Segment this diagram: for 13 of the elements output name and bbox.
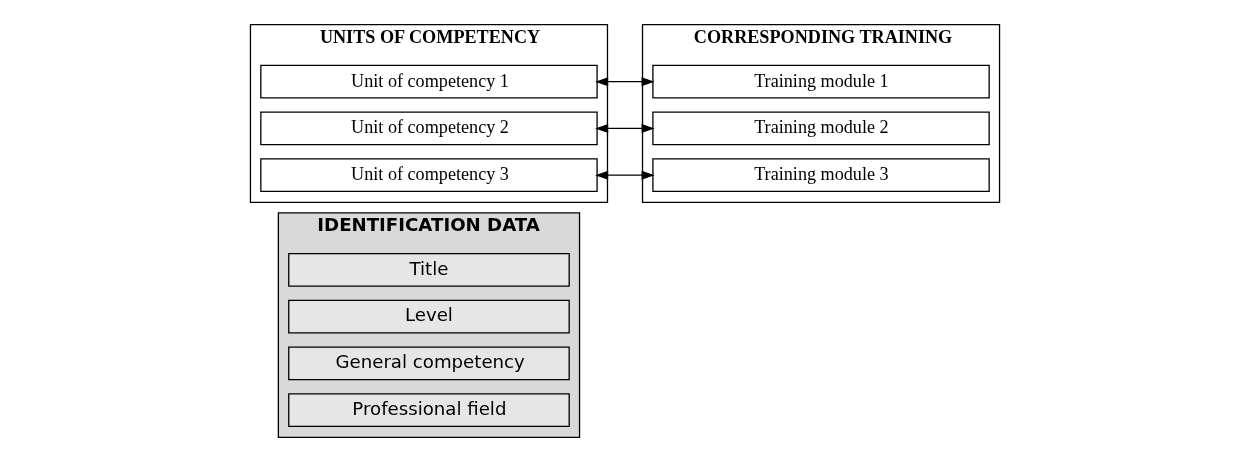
node-box: Training module 3 — [651, 157, 990, 192]
node-box: Unit of competency 2 — [259, 111, 598, 145]
node-box: General competency — [287, 346, 570, 380]
arrow — [594, 170, 655, 180]
arrow — [594, 123, 655, 133]
node-box: Level — [287, 299, 570, 334]
arrow — [594, 76, 655, 86]
node-box: Title — [287, 252, 570, 287]
node-box: Professional field — [287, 392, 570, 427]
node-box: Unit of competency 3 — [259, 157, 598, 192]
node-box: Training module 2 — [651, 111, 990, 145]
node-box: Training module 1 — [651, 64, 990, 99]
node-box: Unit of competency 1 — [259, 64, 598, 99]
